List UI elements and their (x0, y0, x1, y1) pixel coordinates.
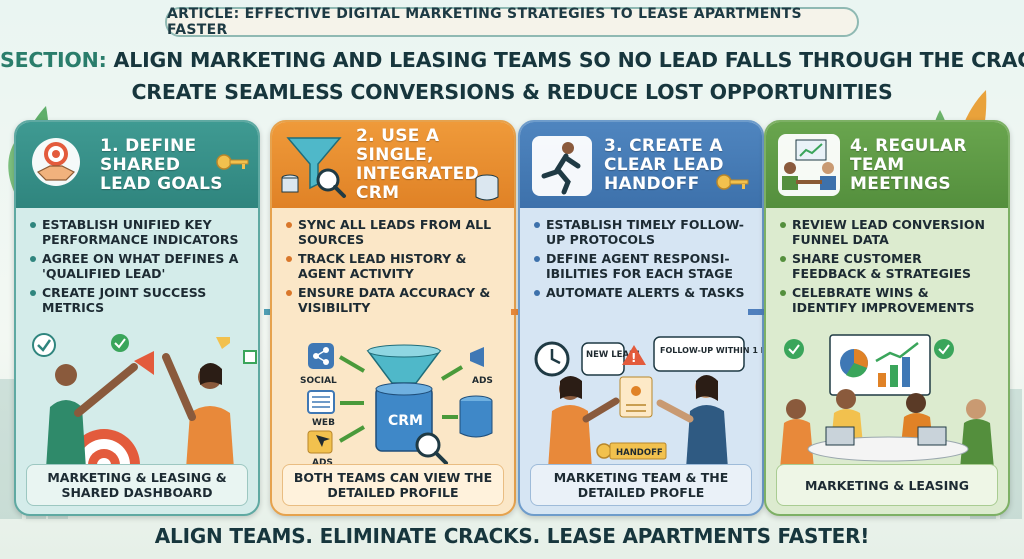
step-footer: MARKETING TEAM & THE DETAILED PROFLE (530, 464, 752, 506)
step-card-header: 3. CREATE A CLEAR LEAD HANDOFF (520, 122, 762, 208)
bullet-dot (780, 290, 786, 296)
step-card-team-meetings: 4. REGULAR TEAM MEETINGS REVIEW LEAD CON… (764, 120, 1010, 516)
list-item: ENSURE DATA ACCURACY & VISIBILITY (286, 285, 502, 315)
team-high-five-illustration (32, 333, 257, 469)
step-card-define-goals: 1. DEFINE SHARED LEAD GOALS ESTABLISH UN… (14, 120, 260, 516)
bottom-tagline: ALIGN TEAMS. ELIMINATE CRACKS. LEASE APA… (154, 524, 870, 548)
list-item: ESTABLISH UNIFIED KEY PERFORMANCE INDICA… (30, 217, 246, 247)
step-bullets: ESTABLISH UNIFIED KEY PERFORMANCE INDICA… (16, 208, 258, 326)
database-icon (475, 174, 499, 201)
subtitle: CREATE SEAMLESS CONVERSIONS & REDUCE LOS… (131, 80, 893, 104)
source-label-ads: ADS (312, 458, 333, 468)
list-item: TRACK LEAD HISTORY & AGENT ACTIVITY (286, 251, 502, 281)
step-bullets: ESTABLISH TIMELY FOLLOW-UP PROTOCOLS DEF… (520, 208, 762, 326)
crm-label: CRM (388, 413, 423, 429)
list-item: CELEBRATE WINS & IDENTIFY IMPROVEMENTS (780, 285, 996, 315)
source-label-web: WEB (312, 418, 335, 428)
list-item: CREATE JOINT SUCCESS METRICS (30, 285, 246, 315)
step-card-header: 1. DEFINE SHARED LEAD GOALS (16, 122, 258, 208)
section-heading: ALIGN MARKETING AND LEASING TEAMS SO NO … (106, 48, 1024, 72)
list-item: ESTABLISH TIMELY FOLLOW-UP PROTOCOLS (534, 217, 750, 247)
crm-funnel-illustration: SOCIAL WEB ADS CRM ADS (300, 343, 493, 468)
step-title: 1. DEFINE SHARED LEAD GOALS (100, 135, 223, 194)
bullet-dot (534, 256, 540, 262)
bullet-dot (534, 290, 540, 296)
list-item: SYNC ALL LEADS FROM ALL SOURCES (286, 217, 502, 247)
section-title: SECTION: ALIGN MARKETING AND LEASING TEA… (0, 48, 1024, 72)
bullet-dot (30, 290, 36, 296)
bullet-dot (286, 256, 292, 262)
step-footer: BOTH TEAMS CAN VIEW THE DETAILED PROFILE (282, 464, 504, 506)
bullet-dot (286, 222, 292, 228)
destination-label-ads: ADS (472, 376, 493, 386)
step-card-header: 2. USE A SINGLE, INTEGRATED CRM (272, 122, 514, 208)
bullet-dot (286, 290, 292, 296)
step-title: 2. USE A SINGLE, INTEGRATED CRM (356, 126, 479, 203)
bullet-dot (780, 222, 786, 228)
list-item: AUTOMATE ALERTS & TASKS (534, 285, 750, 301)
meeting-icon (766, 122, 850, 208)
step-card-lead-handoff: 3. CREATE A CLEAR LEAD HANDOFF ESTABLISH… (518, 120, 764, 516)
team-meeting-illustration (780, 334, 994, 469)
new-lead-label: NEW LEAD! (586, 350, 640, 360)
list-item: SHARE CUSTOMER FEEDBACK & STRATEGIES (780, 251, 996, 281)
step-title: 3. CREATE A CLEAR LEAD HANDOFF (604, 135, 724, 194)
runner-icon (520, 122, 604, 208)
key-icon (216, 154, 249, 170)
list-item: REVIEW LEAD CONVERSION FUNNEL DATA (780, 217, 996, 247)
funnel-search-icon (272, 122, 356, 208)
step-footer: MARKETING & LEASING & SHARED DASHBOARD (26, 464, 248, 506)
source-label-social: SOCIAL (300, 376, 337, 386)
bullet-dot (30, 256, 36, 262)
step-bullets: REVIEW LEAD CONVERSION FUNNEL DATA SHARE… (766, 208, 1008, 326)
handoff-label: HANDOFF (616, 448, 663, 458)
bullet-dot (780, 256, 786, 262)
bullet-dot (30, 222, 36, 228)
handshake-target-icon (16, 122, 100, 208)
section-prefix: SECTION: (0, 48, 107, 72)
handoff-illustration: NEW LEAD! ! FOLLOW-UP WITHIN 1 HOUR! HAN… (534, 336, 764, 469)
svg-text:!: ! (631, 351, 636, 365)
key-icon (716, 174, 749, 190)
step-card-integrated-crm: 2. USE A SINGLE, INTEGRATED CRM SYNC ALL… (270, 120, 516, 516)
step-card-header: 4. REGULAR TEAM MEETINGS (766, 122, 1008, 208)
step-bullets: SYNC ALL LEADS FROM ALL SOURCES TRACK LE… (272, 208, 514, 326)
follow-up-label: FOLLOW-UP WITHIN 1 HOUR! (660, 346, 764, 355)
list-item: AGREE ON WHAT DEFINES A 'QUALIFIED LEAD' (30, 251, 246, 281)
article-banner: ARTICLE: EFFECTIVE DIGITAL MARKETING STR… (165, 6, 859, 38)
step-title: 4. REGULAR TEAM MEETINGS (850, 135, 967, 194)
list-item: DEFINE AGENT RESPONSI- IBILITIES FOR EAC… (534, 251, 750, 281)
bullet-dot (534, 222, 540, 228)
step-footer: MARKETING & LEASING (776, 464, 998, 506)
